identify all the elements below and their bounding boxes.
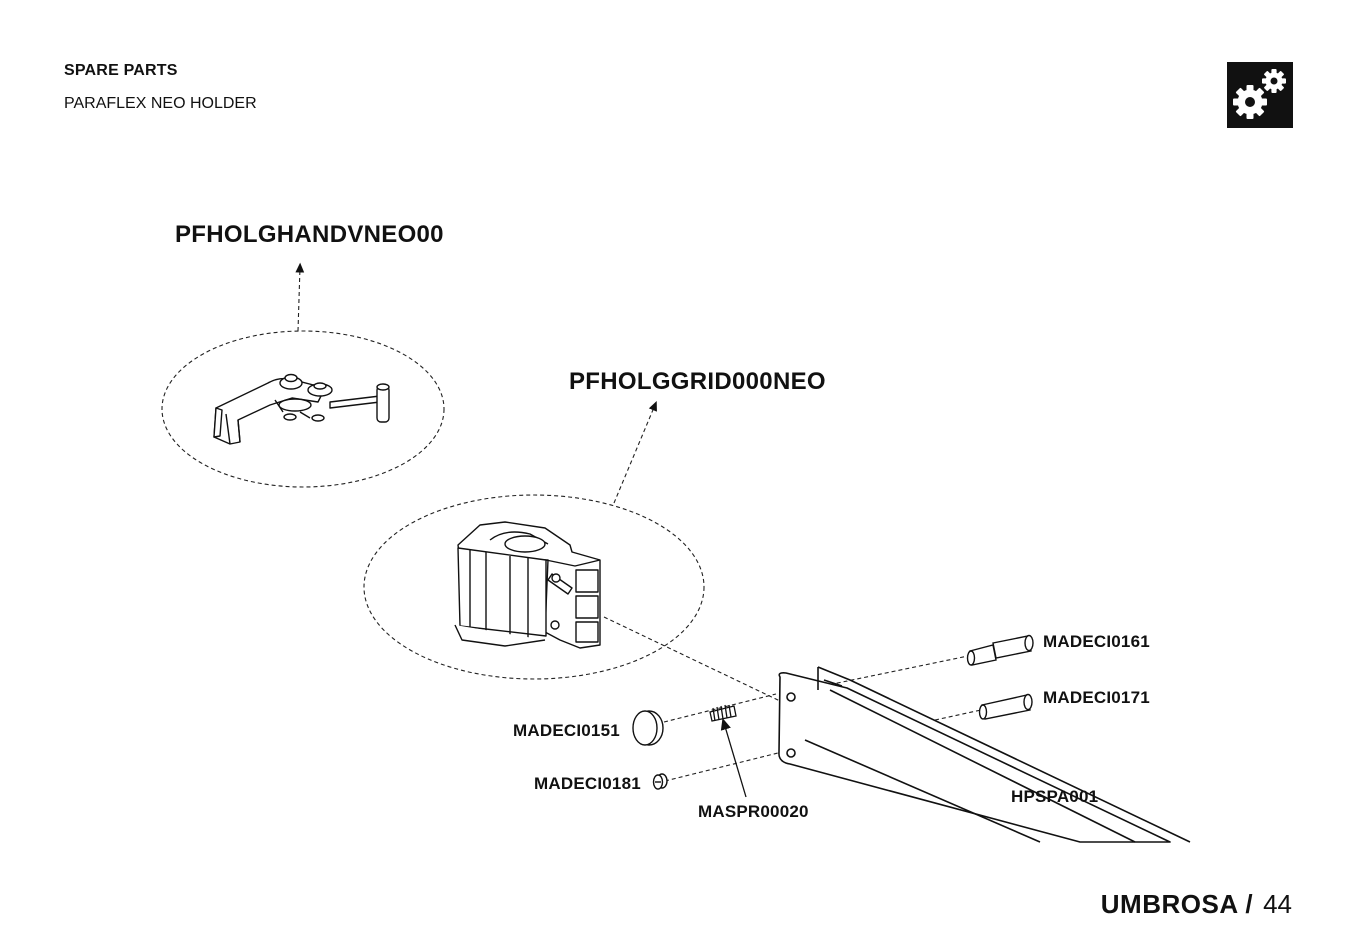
label-arm: HPSPA001	[1011, 787, 1099, 806]
gears-icon	[1227, 62, 1293, 128]
grid-callout-circle	[363, 494, 705, 680]
label-spring: MASPR00020	[698, 802, 809, 821]
brand-name: UMBROSA /	[1100, 889, 1254, 919]
spring-part	[709, 704, 737, 722]
label-pin-upper: MADECI0161	[1043, 632, 1150, 651]
label-handle: PFHOLGHANDVNEO00	[175, 221, 444, 248]
arm-part	[778, 666, 1191, 843]
label-screw: MADECI0181	[534, 774, 641, 793]
pin-lower	[978, 693, 1033, 720]
label-cap: MADECI0151	[513, 721, 620, 740]
pin-upper	[966, 634, 1034, 666]
label-grid: PFHOLGGRID000NEO	[569, 368, 826, 395]
section-title: SPARE PARTS	[64, 62, 178, 79]
page-footer: UMBROSA / 44	[1101, 889, 1292, 920]
product-name: PARAFLEX NEO HOLDER	[64, 95, 257, 112]
screw-part	[652, 773, 668, 790]
handle-callout-circle	[161, 330, 445, 488]
handle-part	[213, 373, 390, 445]
label-pin-lower: MADECI0171	[1043, 688, 1150, 707]
grid-part	[454, 521, 601, 649]
cap-part	[632, 710, 664, 746]
page-number: 44	[1263, 889, 1292, 919]
